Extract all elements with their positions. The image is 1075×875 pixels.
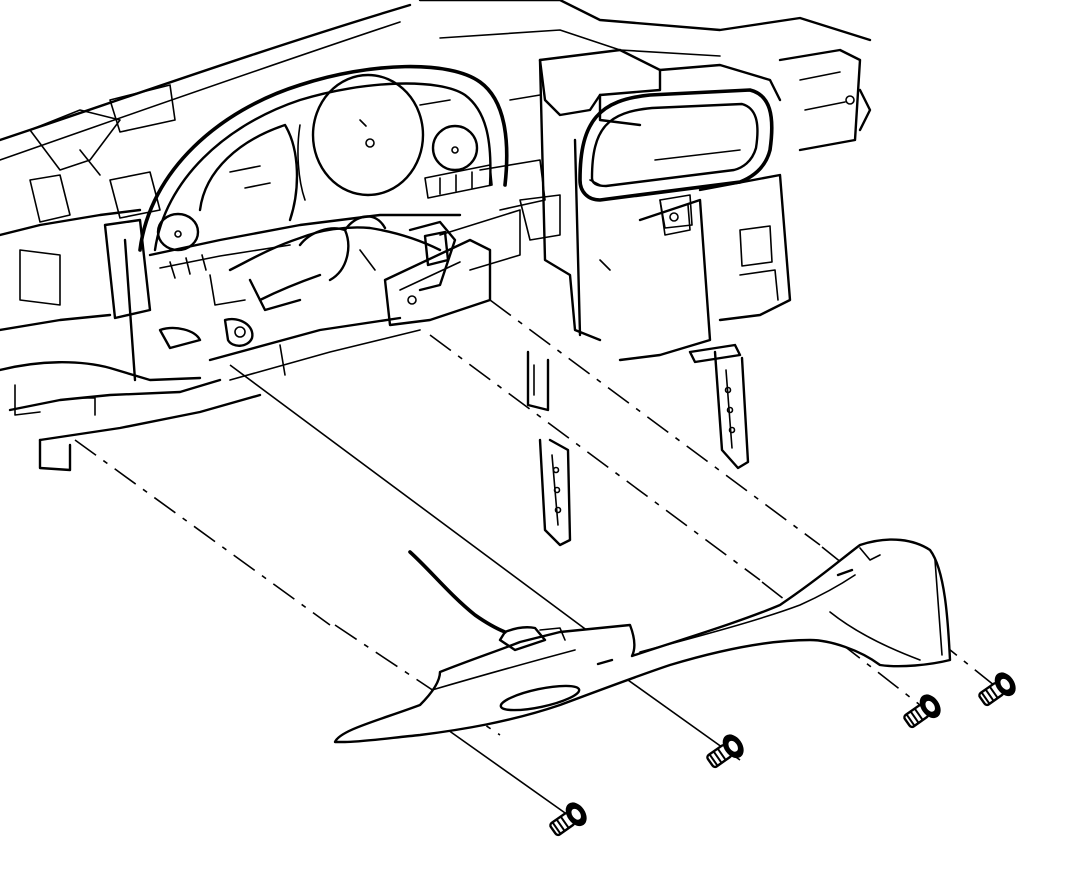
alignment-guides bbox=[74, 299, 1001, 821]
instrument-panel-icon bbox=[0, 0, 872, 547]
knee-bolster-icon bbox=[333, 538, 952, 744]
instrument-cluster-icon bbox=[138, 64, 509, 312]
screw-icon bbox=[978, 672, 1016, 707]
display-housing-icon bbox=[578, 88, 774, 236]
screw-icon bbox=[903, 694, 941, 729]
screw-icon bbox=[706, 734, 744, 769]
screw-icon bbox=[549, 802, 587, 837]
